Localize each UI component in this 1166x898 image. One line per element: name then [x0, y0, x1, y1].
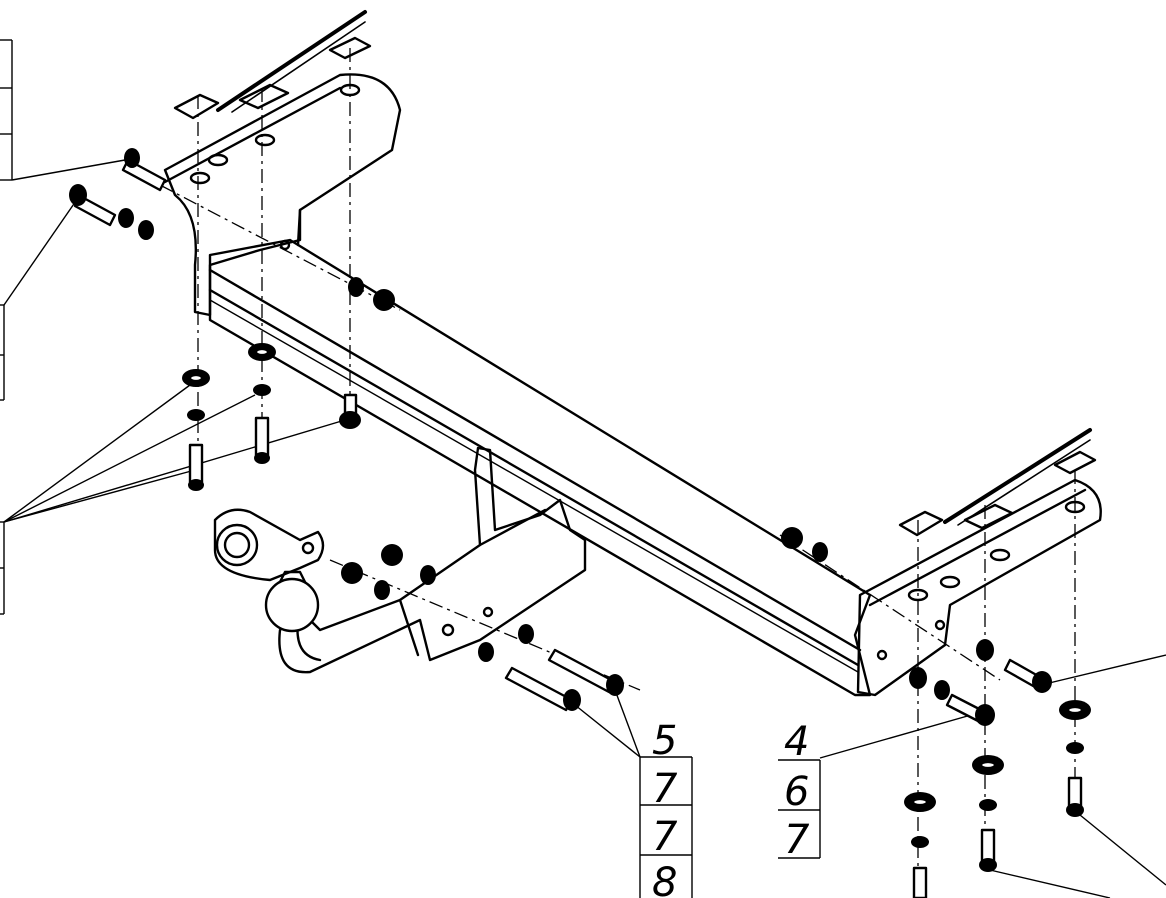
callout-table-bottom-center: 5 7 7 8	[639, 718, 693, 898]
left-mounting-bracket	[163, 36, 402, 317]
callout-label: 7	[652, 766, 678, 812]
cross-beam	[208, 238, 872, 697]
vehicle-frame-line-left	[216, 10, 367, 113]
leader-lines	[3, 159, 1166, 898]
callout-label: 6	[784, 769, 809, 815]
left-lower-fasteners	[182, 343, 361, 491]
left-upper-fasteners	[69, 148, 395, 311]
callout-label: 7	[784, 817, 810, 863]
left-callout-table-middle	[0, 304, 5, 401]
left-callout-table-top	[0, 39, 13, 181]
callout-label: 4	[784, 719, 809, 765]
assembly-axes	[159, 48, 1076, 898]
right-mounting-bracket	[856, 450, 1102, 697]
tow-ball-arm	[213, 446, 587, 674]
right-fasteners	[904, 639, 1091, 898]
left-callout-table-bottom	[0, 521, 5, 615]
vehicle-frame-line-right	[943, 428, 1092, 526]
center-fasteners	[341, 527, 828, 712]
callout-table-bottom-right: 4 6 7	[778, 719, 821, 863]
callout-label: 5	[652, 718, 677, 764]
callout-label: 8	[652, 860, 677, 898]
callout-label: 7	[652, 814, 678, 860]
